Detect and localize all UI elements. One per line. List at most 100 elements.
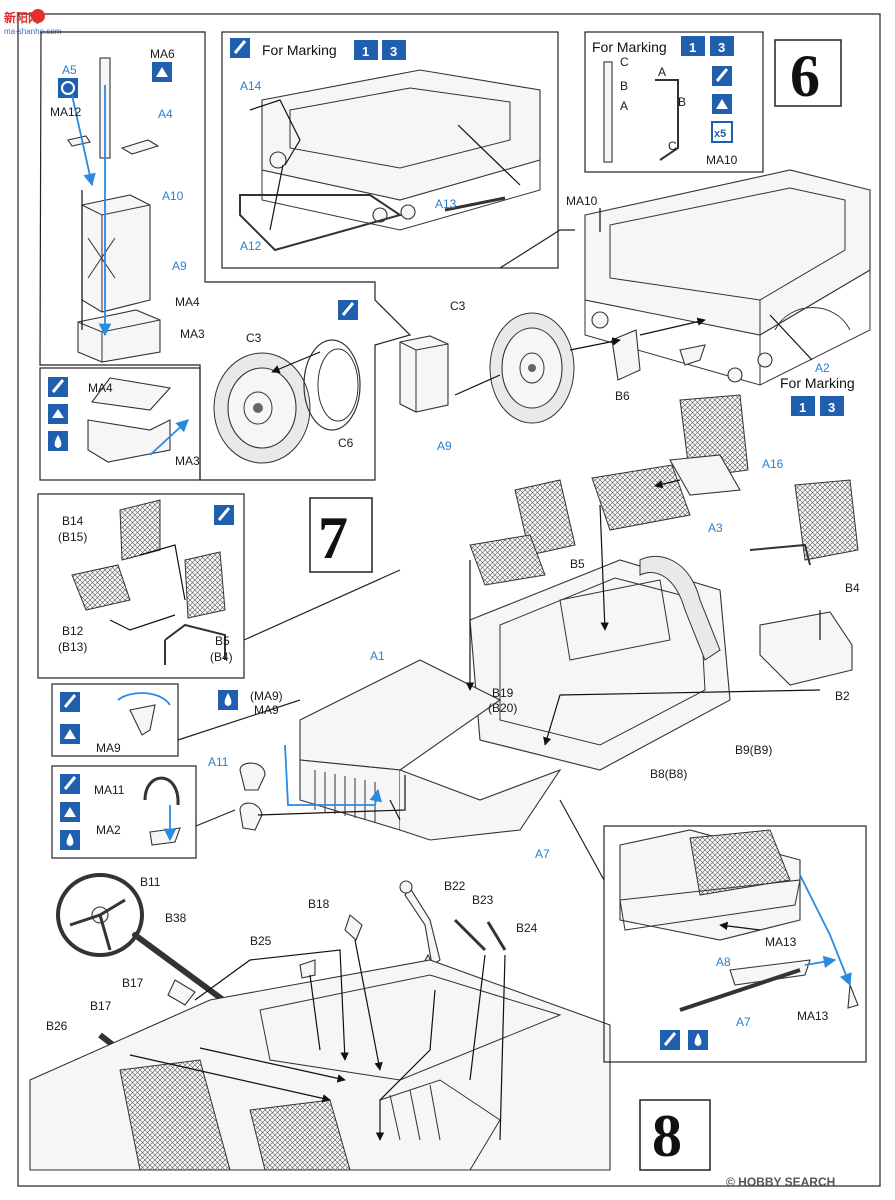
- b18-part: [344, 914, 363, 941]
- assembly-arrow: [804, 955, 837, 969]
- label-b: B: [620, 79, 628, 93]
- marking-chip-3b: [710, 36, 734, 56]
- marking-detail-box: [584, 31, 764, 173]
- label-b2: B2: [835, 689, 850, 703]
- label-b5-detail: B5: [215, 634, 230, 648]
- ma2-part: [149, 827, 181, 846]
- sand-icon-box: [712, 94, 732, 114]
- assembly-arrow: [799, 874, 852, 987]
- label-a3: A3: [708, 521, 723, 535]
- ma4-detail: [90, 377, 172, 411]
- label-b5: B5: [570, 557, 585, 571]
- seat-left: [119, 1059, 231, 1171]
- assembly-arrow: [284, 744, 382, 806]
- label-ma10: MA10: [706, 153, 738, 167]
- marking-label-2: For Marking: [592, 39, 667, 55]
- a7-bar: [679, 968, 801, 1012]
- step-6-number: 6: [790, 43, 820, 109]
- jerry-can-a9: [81, 194, 151, 313]
- label-b22: B22: [444, 879, 466, 893]
- b2-seat-base: [759, 611, 853, 686]
- ma3-detail: [87, 419, 171, 463]
- jeep-body-step7: [469, 555, 731, 771]
- a-part: [679, 344, 706, 366]
- label-c6: C6: [338, 436, 354, 450]
- label-b19: B19: [492, 686, 514, 700]
- step-8: 8: [29, 799, 867, 1171]
- sand-icon-ma11: [60, 802, 80, 822]
- leader-line: [109, 614, 176, 631]
- paint-icon-wheel: [338, 300, 358, 320]
- label-a4: A4: [158, 107, 173, 121]
- label-b14: B14: [62, 514, 84, 528]
- label-a2: A: [658, 65, 666, 79]
- step-7-box: [309, 497, 373, 573]
- label-ma13-2: MA13: [797, 1009, 829, 1023]
- label-ma10-main: MA10: [566, 194, 598, 208]
- watermark-hobby-search: © HOBBY SEARCH: [726, 1175, 835, 1189]
- callout-pointer: [177, 699, 301, 741]
- wheel-c3-right: [489, 312, 575, 424]
- callout-pointer: [559, 799, 605, 881]
- label-b18: B18: [308, 897, 330, 911]
- tire-c6: [303, 339, 361, 431]
- leader-line: [469, 954, 486, 1081]
- leader-line: [249, 99, 301, 166]
- marking-chip-1: [354, 40, 378, 60]
- choice-icon: [58, 78, 78, 98]
- callout-pointer: [243, 569, 401, 641]
- b5-seat-frame: [184, 551, 226, 619]
- label-b23: B23: [472, 893, 494, 907]
- jeep-tub-inset: [261, 69, 541, 231]
- label-a7: A7: [535, 847, 550, 861]
- label-ma12: MA12: [50, 105, 82, 119]
- svg-text:新阳网: 新阳网: [4, 10, 40, 25]
- b22-shifter: [404, 887, 441, 966]
- sand-icon: [48, 404, 68, 424]
- leader-line: [543, 689, 821, 746]
- leader-line: [194, 949, 349, 1061]
- glue-icon-ma11: [60, 830, 80, 850]
- b14-seat-back: [119, 499, 161, 561]
- label-ma4: MA4: [175, 295, 200, 309]
- ma13-part: [847, 984, 859, 1009]
- jeep-hood-a1: [299, 659, 562, 841]
- marking-chip-3c: [820, 396, 844, 416]
- label-a: A: [620, 99, 628, 113]
- label-ma13: MA13: [765, 935, 797, 949]
- svg-text:3: 3: [828, 400, 835, 415]
- assembly-arrow: [149, 419, 189, 456]
- leader-line: [719, 921, 761, 931]
- b4-seat-back: [794, 479, 859, 561]
- glue-icon-ma9b: [218, 690, 238, 710]
- label-b6: B6: [615, 389, 630, 403]
- svg-text:x5: x5: [714, 128, 726, 140]
- label-c3-right: C3: [450, 299, 466, 313]
- leader-line: [139, 544, 186, 601]
- callout-pointer: [499, 229, 575, 269]
- label-a16: A16: [762, 457, 784, 471]
- marking-inset-box: [221, 31, 559, 269]
- part-labels: A5 MA12 MA6 A4 A10 A9 MA4 MA3 MA4 MA3 A1…: [46, 47, 860, 1033]
- svg-text:1: 1: [689, 40, 696, 55]
- label-b17: B17: [122, 976, 144, 990]
- b24-lever: [486, 921, 507, 951]
- ma11-part: [143, 776, 180, 806]
- b38-column: [132, 932, 233, 1008]
- label-a1: A1: [370, 649, 385, 663]
- b25-part: [299, 959, 316, 979]
- label-c3: C3: [246, 331, 262, 345]
- leader-line: [769, 314, 813, 361]
- step-6-box: [774, 39, 842, 107]
- ma3-ma4-detail-box: [39, 367, 201, 481]
- label-b25: B25: [250, 934, 272, 948]
- label-b11: B11: [140, 875, 161, 889]
- seat-detail-box: [37, 493, 245, 679]
- a11-headlight: [239, 762, 266, 791]
- paint-icon-seat: [214, 505, 234, 525]
- step-7: 7: [37, 394, 859, 859]
- step6-callout-left: [39, 31, 412, 481]
- a11-mount: [239, 802, 263, 831]
- label-ma4-detail: MA4: [88, 381, 113, 395]
- label-b4: B4: [845, 581, 860, 595]
